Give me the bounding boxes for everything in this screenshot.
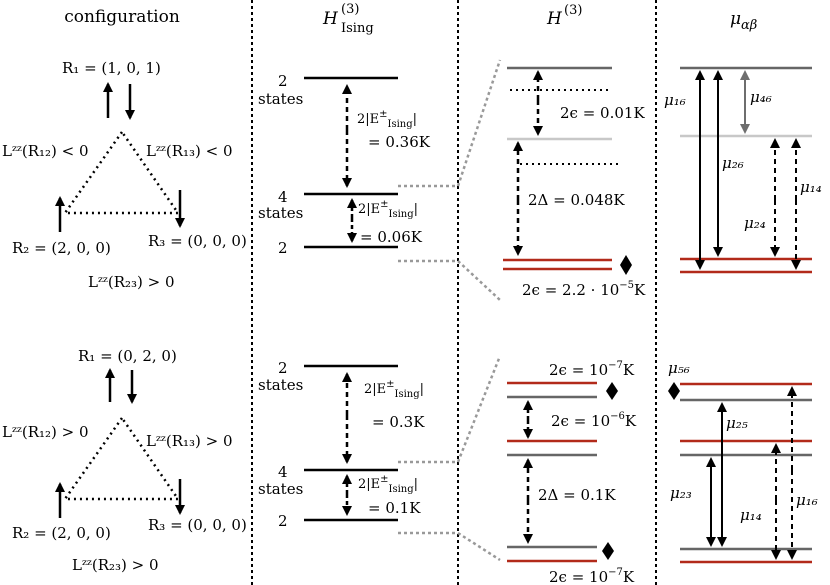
bottom-mu25-label: μ₂₅ (726, 414, 748, 432)
bottom-ising-mid-states: states (258, 480, 303, 498)
top-ising-mid-n: 4 (278, 188, 288, 206)
bottom-ising-gap2-label: 2|E±Ising| (358, 474, 418, 495)
top-mu26-label: μ₂₆ (722, 154, 744, 172)
header-mu: μ (730, 9, 741, 29)
top-ising-mid-states: states (258, 204, 303, 222)
top-ising-gap2-label: 2|E±Ising| (358, 199, 418, 220)
top-ising-upper-n: 2 (278, 72, 288, 90)
top-mu14-label: μ₁₄ (800, 178, 822, 196)
header-hising-sup: (3) (341, 2, 359, 17)
top-connectors (398, 59, 502, 301)
top-h3-delta-label: 2Δ = 0.048K (528, 191, 625, 209)
top-connector-diag2 (457, 260, 501, 301)
bottom-h3-eps-top-label: 2ϵ = 10−7K (549, 360, 635, 379)
top-h3-eps-label: 2ϵ = 0.01K (560, 104, 645, 122)
header-hising: H (322, 9, 339, 29)
bottom-mu56-label: μ₅₆ (668, 359, 690, 377)
top-configuration: R₁ = (1, 0, 1) Lᶻᶻ(R₁₂) < 0 Lᶻᶻ(R₁₃) < 0… (2, 59, 247, 291)
top-ising-low-n: 2 (278, 239, 288, 257)
top-l12-label: Lᶻᶻ(R₁₂) < 0 (2, 142, 89, 160)
top-ising-upper-states: states (258, 90, 303, 108)
bottom-mu16-label: μ₁₆ (796, 491, 818, 509)
bottom-mu: μ₅₆ μ₂₅ μ₂₃ μ₁₄ μ₁₆ (668, 359, 818, 564)
top-h3-eps2-label: 2ϵ = 2.2 · 10−5K (522, 280, 646, 299)
column-headers: configuration H (3) Ising H (3) μ αβ (64, 2, 757, 36)
bottom-r2-label: R₂ = (2, 0, 0) (12, 524, 111, 542)
top-r1-label: R₁ = (1, 0, 1) (62, 59, 161, 77)
bottom-ising-gap1-label: 2|E±Ising| (364, 379, 424, 400)
header-configuration: configuration (64, 7, 180, 27)
bottom-connectors (398, 355, 502, 562)
top-r3-label: R₃ = (0, 0, 0) (148, 232, 247, 250)
bottom-l13-label: Lᶻᶻ(R₁₃) > 0 (146, 432, 233, 450)
column-dividers (251, 0, 657, 585)
bottom-ising-mid-n: 4 (278, 463, 288, 481)
bottom-mu-diamond (668, 382, 680, 400)
header-mu-sub: αβ (741, 18, 757, 33)
bottom-connector-diag2 (457, 531, 501, 562)
top-h3: 2ϵ = 0.01K 2Δ = 0.048K 2ϵ = 2.2 · 10−5K (503, 66, 646, 299)
bottom-ising-gap2-value: = 0.1K (368, 499, 421, 517)
bottom-ising-upper-n: 2 (278, 359, 288, 377)
top-h3-diamond (620, 255, 632, 275)
header-h3: H (546, 9, 563, 29)
header-h3-sup: (3) (564, 3, 582, 18)
top-ising: 2 states 4 states 2 2|E±Ising| = 0.36K 2… (258, 72, 431, 257)
top-ising-gap1-label: 2|E±Ising| (357, 109, 417, 130)
bottom-h3-eps-bot-label: 2ϵ = 10−7K (549, 567, 635, 585)
bottom-ising: 2 states 4 states 2 2|E±Ising| = 0.3K 2|… (258, 359, 425, 530)
top-triangle (62, 129, 181, 215)
top-r2-label: R₂ = (2, 0, 0) (12, 239, 111, 257)
top-ising-gap2-value: = 0.06K (360, 228, 423, 246)
top-ising-gap1-value: = 0.36K (368, 133, 431, 151)
bottom-l23-label: Lᶻᶻ(R₂₃) > 0 (72, 556, 159, 574)
bottom-mu14-label: μ₁₄ (740, 506, 762, 524)
bottom-h3-diamond-top (606, 382, 618, 400)
bottom-r1-label: R₁ = (0, 2, 0) (78, 347, 177, 365)
top-mu46-label: μ₄₆ (750, 88, 772, 106)
bottom-mu23-label: μ₂₃ (670, 484, 692, 502)
bottom-r3-label: R₃ = (0, 0, 0) (148, 516, 247, 534)
bottom-h3-diamond-bottom (602, 542, 614, 560)
top-l23-label: Lᶻᶻ(R₂₃) > 0 (88, 273, 175, 291)
bottom-ising-gap1-value: = 0.3K (372, 413, 425, 431)
bottom-triangle (62, 415, 181, 501)
bottom-ising-upper-states: states (258, 376, 303, 394)
bottom-h3-eps-mid-label: 2ϵ = 10−6K (551, 411, 637, 430)
bottom-configuration: R₁ = (0, 2, 0) Lᶻᶻ(R₁₂) > 0 Lᶻᶻ(R₁₃) > 0… (2, 347, 247, 574)
bottom-h3-delta-label: 2Δ = 0.1K (538, 486, 616, 504)
top-connector-diag1 (456, 59, 502, 187)
bottom-connector-diag1 (456, 355, 502, 463)
bottom-l12-label: Lᶻᶻ(R₁₂) > 0 (2, 423, 89, 441)
header-hising-sub: Ising (341, 21, 374, 36)
top-l13-label: Lᶻᶻ(R₁₃) < 0 (146, 142, 233, 160)
bottom-h3: 2ϵ = 10−7K 2ϵ = 10−6K 2Δ = 0.1K 2ϵ = 10−… (507, 360, 637, 585)
top-mu16-label: μ₁₆ (664, 91, 686, 109)
top-mu: μ₁₆ μ₄₆ μ₂₆ μ₁₄ μ₂₄ (664, 66, 822, 274)
top-mu24-label: μ₂₄ (744, 214, 766, 232)
bottom-ising-low-n: 2 (278, 512, 288, 530)
